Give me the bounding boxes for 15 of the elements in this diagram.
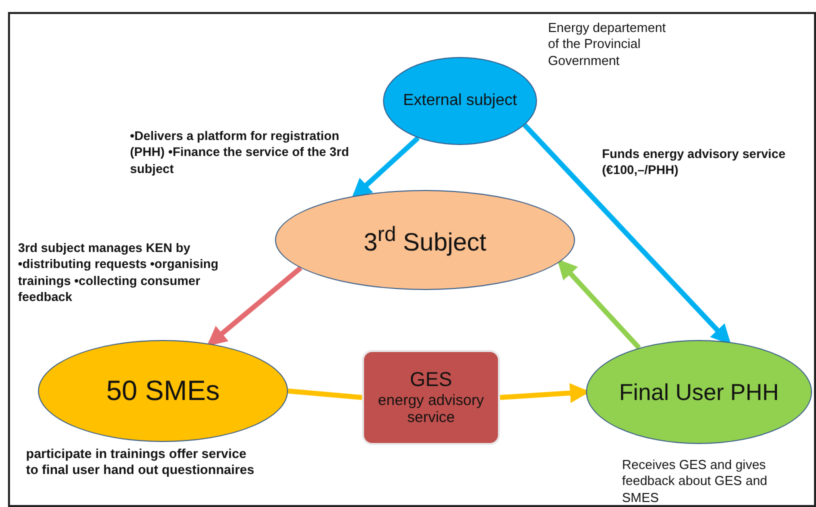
- node-title: 3$^{rd}$ Subject: [364, 222, 486, 258]
- node-caption: participate in trainings offer service to final user hand out questionnaires: [26, 446, 256, 478]
- arrow: [352, 136, 420, 199]
- arrow: [206, 266, 302, 346]
- node-title: Final User PHH: [619, 378, 779, 406]
- node-title: 50 SMEs: [106, 374, 220, 408]
- arrow: [557, 258, 641, 350]
- node-caption: Energy departement of the Provincial Government: [548, 20, 667, 69]
- node-title: External subject: [403, 92, 517, 110]
- node-text: energy advisory service: [377, 392, 485, 426]
- node-caption: Receives GES and gives feedback about GES and SMES: [622, 457, 768, 506]
- process-box: [362, 350, 500, 445]
- node-title: GES: [410, 368, 452, 392]
- connector-line: [288, 388, 362, 400]
- edge-label: Funds energy advisory service (€100,–/PHH): [602, 146, 787, 178]
